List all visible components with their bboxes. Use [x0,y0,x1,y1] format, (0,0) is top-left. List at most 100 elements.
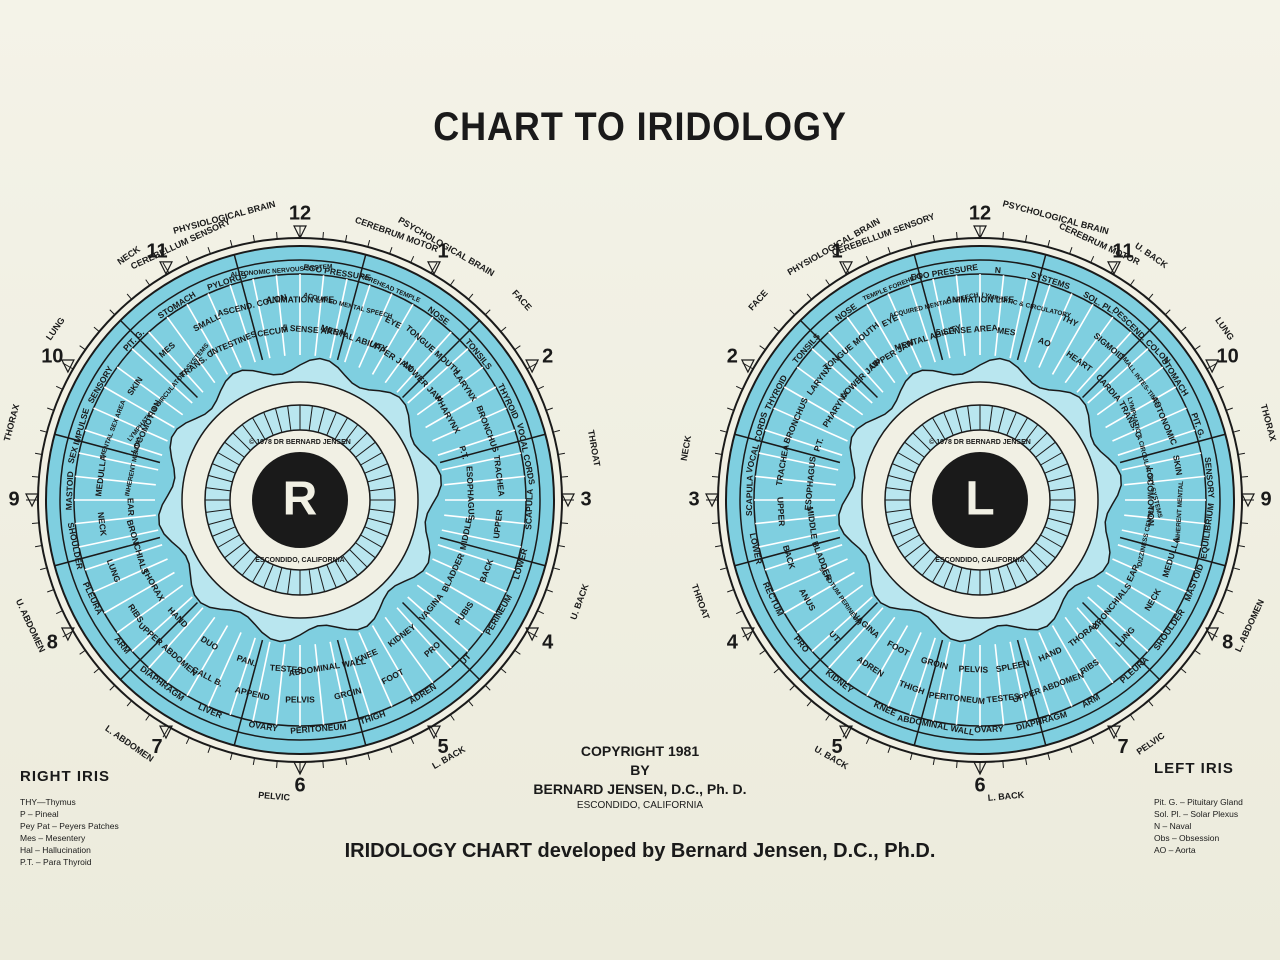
stomach-spoke [1044,526,1068,537]
clock-number: 6 [294,774,305,796]
zone-divider [166,616,216,684]
zone-divider [116,584,184,634]
zone-divider [329,278,348,359]
sector-divider [119,602,198,681]
stomach-spoke [997,567,1006,592]
zone-divider [84,544,163,571]
dial-tick [345,757,348,766]
sector-divider [233,639,264,746]
stomach-spoke [892,526,916,537]
clock-number: 3 [688,488,699,510]
page-title: CHART TO IRIDOLOGY [433,105,847,149]
dial-tick [842,262,850,274]
dial-tick [484,309,491,316]
clock-marker-icon [293,225,307,240]
zone-divider [909,637,936,716]
outer-region-label: PSYCHOLOGICAL BRAIN [1002,198,1110,236]
clock-number: 6 [974,774,985,796]
stomach-spoke [888,474,913,483]
dial-tick [711,476,720,478]
dial-tick [546,407,553,411]
dial-tick [711,522,720,524]
left-iris-label: LEFT IRIS [1154,760,1234,777]
zone-divider [909,284,936,363]
zone-label: SCAPULA [523,488,535,529]
stomach-spoke [241,424,258,445]
outer-region-label: L. ABDOMEN [1233,598,1266,654]
clock-marker-icon [159,261,173,276]
stomach-spoke [232,432,251,451]
stomach-spoke [897,534,920,548]
zone-divider [425,571,497,614]
zone-divider [116,366,184,416]
stomach-spoke [364,463,388,474]
dial-tick [1110,726,1118,738]
stomach-spoke [334,560,348,583]
sector-divider [913,639,944,746]
clock-number: 9 [8,488,19,510]
zone-divider [384,316,434,384]
zone-divider [783,386,855,429]
zone-divider [1112,407,1187,442]
clock-marker-icon [427,261,441,276]
zone-divider [1105,386,1177,429]
zone-divider [275,644,286,725]
zone-divider [396,331,452,393]
sector-divider [54,433,161,464]
dial-tick [909,240,913,248]
stomach-spoke [205,487,231,492]
dial-tick [1226,407,1233,411]
dial-tick [1025,234,1028,243]
dial-tick [514,649,521,655]
stomach-spoke [217,452,240,466]
zone-divider [416,584,484,634]
zone-divider [229,284,256,363]
zone-divider [75,475,156,486]
zone-label: AO [1037,335,1053,349]
dial-tick [79,649,86,655]
zone-divider [755,475,836,486]
stomach-spoke [943,412,954,436]
zone-divider [314,275,325,356]
clock-marker-icon [973,761,987,776]
clock-marker-icon [705,493,719,508]
stomach-spoke [1022,424,1039,445]
left-iris-legend: Pit. G. – Pituitary Gland Sol. Pl. – Sol… [1154,796,1243,856]
clock-number: 8 [47,631,58,653]
zone-label: MIDDLE [805,506,819,540]
pupil-ring-text: ESCONDIDO, CALIFORNIA [255,557,344,564]
stomach-spoke [274,567,283,592]
dial-tick [430,726,438,738]
zone-divider [444,475,525,486]
stomach-spoke [263,564,274,588]
dial-tick [47,407,54,411]
dial-tick [449,714,455,721]
zone-divider [828,607,884,669]
clock-marker-icon [1107,725,1121,740]
zone-divider [1117,429,1196,456]
zone-divider [78,529,159,548]
zone-divider [425,386,497,429]
dial-tick [865,255,870,263]
dial-tick [1194,649,1201,655]
dial-tick [932,757,935,766]
legend-item: Mes – Mesentery [20,833,86,843]
zone-divider [441,452,522,471]
dial-tick [500,668,507,674]
sector-divider [336,639,367,746]
legend-item: N – Naval [1154,821,1192,831]
clock-number: 12 [969,202,991,224]
outer-region-label: FACE [510,288,534,313]
clock-marker-icon [973,225,987,240]
dial-tick [55,610,63,615]
zone-divider [186,303,229,375]
stomach-spoke [1049,487,1075,492]
clock-marker-icon [561,493,575,508]
zone-label: ANIMATION LIFE [266,294,335,304]
stomach-spoke [921,424,938,445]
zone-divider [994,275,1005,356]
clock-number: 5 [831,736,842,758]
zone-divider [131,348,193,404]
stomach-spoke [904,441,925,458]
zone-divider [148,331,204,393]
